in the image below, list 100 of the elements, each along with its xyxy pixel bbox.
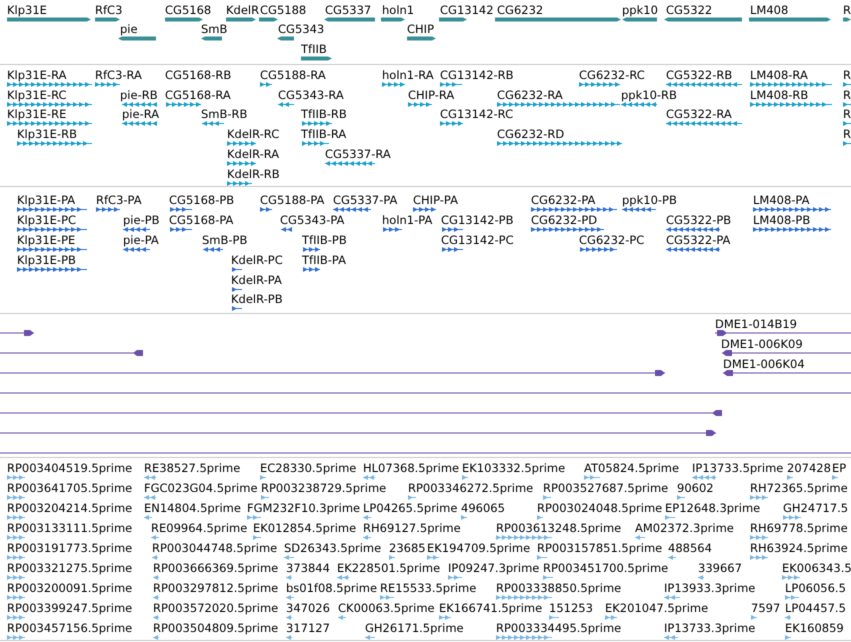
feature-label: CG5168-PB [169,193,234,207]
feature-label: pie-PA [123,233,159,247]
feature-label: Klp31E-RA [7,68,66,82]
feature-label: TfIIB-PA [302,253,346,267]
feature-label: RP003613248.5prime [496,521,622,535]
feature-label: LM408-PB [753,213,810,227]
feature-label: LM408-RB [750,88,808,102]
feature-label: holn1 [382,3,414,17]
feature-label: CG13142-PB [441,213,514,227]
feature-label: EN14804.5prime [144,501,241,515]
feature-label: EK006343.5 [782,561,851,575]
feature-label: CG13142 [440,3,494,17]
feature-label: RP003404519.5prime [7,461,132,475]
feature-label: CG13142-RB [440,68,514,82]
feature-label: CG5168-PA [169,213,234,227]
feature-label: FGC023G04.5prime [144,481,258,495]
feature-label: Klp31E-RC [7,88,67,102]
feature-label: pie-PB [123,213,160,227]
feature-label: CG5168-RB [165,68,232,82]
feature-label: CG5343-RA [278,88,344,102]
feature-label: HL07368.5prime [363,461,460,475]
feature-label: Klp31E-PE [17,233,76,247]
feature-label: RP003191773.5prime [7,541,132,555]
feature-label: CG5337-RA [325,147,391,161]
feature-label: AM02372.3prime [635,521,734,535]
feature-label: CHIP-RA [408,88,454,102]
feature-label: KdelR-PA [231,273,282,287]
feature-label: GH24717.5 [783,501,848,515]
feature-label: ppk10 [622,3,658,17]
feature-label: CG5188-PA [260,193,324,207]
feature-label: Klp31E [7,3,47,17]
feature-label: CG5322-RB [666,68,732,82]
feature-label: CG6232-PC [579,233,644,247]
feature-label: TfIIB-PB [302,233,347,247]
feature-label: RP003200091.5prime [7,581,132,595]
feature-label: RP003527687.5prime [543,481,668,495]
feature-label: EK160859 [785,621,844,635]
feature-label: RP003504809.5prime [153,621,278,635]
feature-label: CG6232-RD [497,127,564,141]
feature-label: KdelR [226,3,260,17]
feature-label: 496065 [461,501,505,515]
feature-label: 317127 [286,621,330,635]
feature-label: CG5188-RA [260,68,326,82]
feature-label: CG5337-PA [333,193,398,207]
feature-label: RP003157851.5prime [537,541,662,555]
feature-label: KdelR-RA [227,147,280,161]
feature-label: R [843,3,851,17]
feature-label: RP003338850.5prime [496,581,622,595]
feature-label: RE15533.5prime [380,581,476,595]
feature-label: 339667 [698,561,742,575]
feature-label: GH26171.5prime [365,621,464,635]
feature-label: SD26343.5prime [284,541,382,555]
feature-label: R [843,127,851,141]
feature-label: 373844 [286,561,330,575]
feature-label: RE09964.5prime [151,521,248,535]
feature-label: FGM232F10.3prime [247,501,360,515]
feature-label: CK00063.5prime [338,601,435,615]
feature-label: CG5343-PA [280,213,344,227]
feature-label: CG5168-RA [165,88,231,102]
feature-label: KdelR-RC [227,127,280,141]
feature-label: RP003321275.5prime [7,561,132,575]
feature-label: CG5188 [260,3,306,17]
feature-label: 347026 [286,601,330,615]
feature-label: CHIP [407,22,434,36]
feature-label: Klp31E-PC [17,213,76,227]
feature-label: holn1-RA [382,68,434,82]
feature-label: pie-RA [122,107,160,121]
feature-label: CG6232-PD [531,213,598,227]
feature-label: RP003451700.5prime [543,561,668,575]
feature-label: 151253 [549,601,593,615]
feature-label: RP003204214.5prime [7,501,132,515]
feature-label: RP003024048.5prime [537,501,662,515]
feature-label: CG5322 [666,3,712,17]
feature-label: 488564 [668,541,712,555]
feature-label: RP003399247.5prime [7,601,132,615]
feature-label: EK166741.5prime [439,601,542,615]
feature-label: EC28330.5prime [260,461,356,475]
feature-label: LP04265.5prime [363,501,458,515]
feature-label: IP09247.3prime [448,561,540,575]
feature-label: DME1-006K09 [721,337,803,351]
feature-label: RH72365.5prime [750,481,848,495]
feature-label: 90602 [677,481,714,495]
feature-label: LM408 [750,3,788,17]
feature-label: DME1-006K04 [723,357,805,371]
feature-label: KdelR-PC [231,253,283,267]
feature-label: RfC3-PA [96,193,142,207]
feature-label: Klp31E-PA [17,193,76,207]
feature-label: CG6232-RA [497,88,563,102]
feature-label: RH63924.5prime [750,541,848,555]
feature-label: Klp31E-RB [17,127,77,141]
feature-label: RP003133111.5prime [7,521,132,535]
feature-label: CG13142-PC [441,233,514,247]
feature-label: bs01f08.5prime [286,581,378,595]
feature-label: TfIIB [301,42,327,56]
feature-label: EK194709.5prime [427,541,530,555]
feature-label: SmB-RB [201,107,248,121]
feature-label: 7597 [751,601,780,615]
feature-label: RP003572020.5prime [153,601,278,615]
feature-label: pie-RB [120,88,158,102]
feature-label: ppk10-RB [621,88,677,102]
